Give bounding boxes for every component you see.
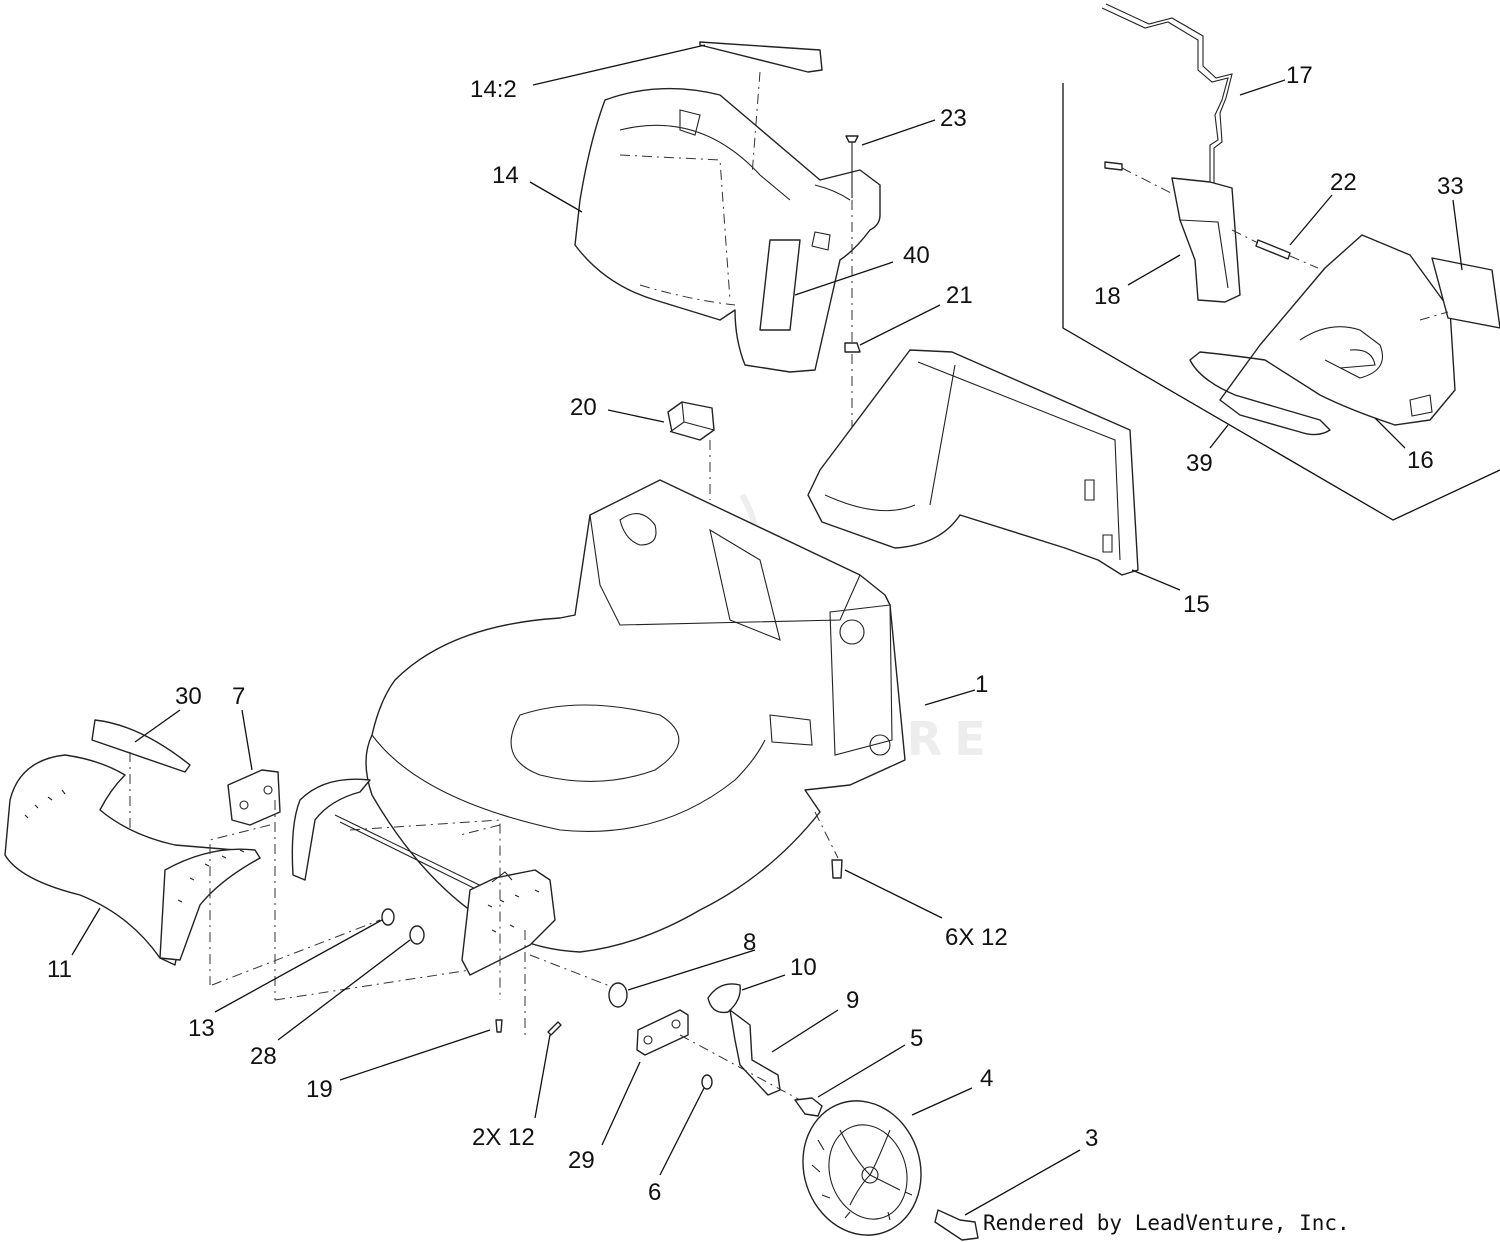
hidden-line-22 <box>1231 229 1319 269</box>
callout-18: 18 <box>1094 283 1121 310</box>
part-20-bumper <box>667 401 715 441</box>
part-11-front-bumper <box>4 754 261 966</box>
callout-22: 22 <box>1330 169 1357 196</box>
part-22-spring <box>1255 239 1291 260</box>
callout-6x12: 6X 12 <box>945 924 1008 951</box>
callout-9: 9 <box>846 987 859 1014</box>
callout-39: 39 <box>1186 450 1213 477</box>
detail-frame <box>1062 83 1500 521</box>
hidden-line-14-2 <box>751 71 761 176</box>
callout-3: 3 <box>1085 1125 1098 1152</box>
part-16-handle-housing <box>1189 234 1456 436</box>
callout-6: 6 <box>648 1179 661 1206</box>
callout-29: 29 <box>568 1147 595 1174</box>
callout-15: 15 <box>1183 591 1210 618</box>
callout-28: 28 <box>250 1043 277 1070</box>
part-5-bolt <box>794 1097 823 1117</box>
part-17-rod <box>1101 3 1233 185</box>
part-9-lever <box>729 1009 781 1096</box>
part-14-2-decal <box>699 41 823 73</box>
part-18-pin <box>1104 161 1123 171</box>
callout-33: 33 <box>1437 173 1464 200</box>
part-13-washer <box>381 908 395 926</box>
part-23-screw <box>845 135 859 198</box>
callout-23: 23 <box>940 105 967 132</box>
callout-21: 21 <box>946 282 973 309</box>
part-14-rear-cover <box>574 87 881 373</box>
callout-7: 7 <box>232 683 245 710</box>
callout-14-2: 14:2 <box>470 76 517 103</box>
callout-2x12: 2X 12 <box>472 1124 535 1151</box>
callout-14: 14 <box>492 162 519 189</box>
part-19-screw <box>495 1019 503 1033</box>
callout-4: 4 <box>980 1065 993 1092</box>
callout-13: 13 <box>188 1015 215 1042</box>
callout-20: 20 <box>570 394 597 421</box>
part-10-knob <box>707 983 741 1014</box>
part-8-spacer <box>608 982 628 1008</box>
part-21-nut <box>844 342 861 353</box>
axle <box>334 814 501 901</box>
callout-16: 16 <box>1407 447 1434 474</box>
part-1-mower-deck <box>365 479 906 953</box>
hidden-lines-left <box>209 800 621 1040</box>
part-6-washer <box>701 1074 713 1090</box>
part-4-wheel <box>802 1100 922 1236</box>
callout-labels: 14:2 23 14 40 21 20 15 17 22 33 18 39 16… <box>47 62 1464 1206</box>
part-7-pivot-plate <box>227 769 281 826</box>
right-height-bracket <box>461 869 556 976</box>
hidden-line-lever <box>679 1034 801 1101</box>
callout-30: 30 <box>175 683 202 710</box>
callout-19: 19 <box>306 1076 333 1103</box>
left-wheel-bracket <box>291 778 371 881</box>
hidden-line-18 <box>1121 167 1176 196</box>
part-15-bag-frame <box>807 349 1139 576</box>
part-33-decal <box>1431 257 1500 329</box>
callout-1: 1 <box>975 671 988 698</box>
part-3-bolt <box>934 1209 979 1241</box>
part-29-plate <box>636 1009 689 1056</box>
part-2x12-screw <box>547 1021 562 1036</box>
callout-11: 11 <box>47 956 72 983</box>
callout-8: 8 <box>743 929 756 956</box>
callout-5: 5 <box>910 1025 923 1052</box>
callout-17: 17 <box>1286 62 1313 89</box>
part-18-bracket <box>1171 177 1241 303</box>
part-30-shield <box>91 719 191 773</box>
callout-10: 10 <box>790 954 817 981</box>
part-6x12-screw <box>831 859 843 879</box>
part-28-washer <box>409 925 425 945</box>
hidden-line-33 <box>1419 311 1449 321</box>
leader-lines <box>71 44 1463 1216</box>
hidden-line-6x12 <box>814 811 839 859</box>
render-credit: Rendered by LeadVenture, Inc. <box>983 1211 1350 1235</box>
callout-40: 40 <box>903 242 930 269</box>
